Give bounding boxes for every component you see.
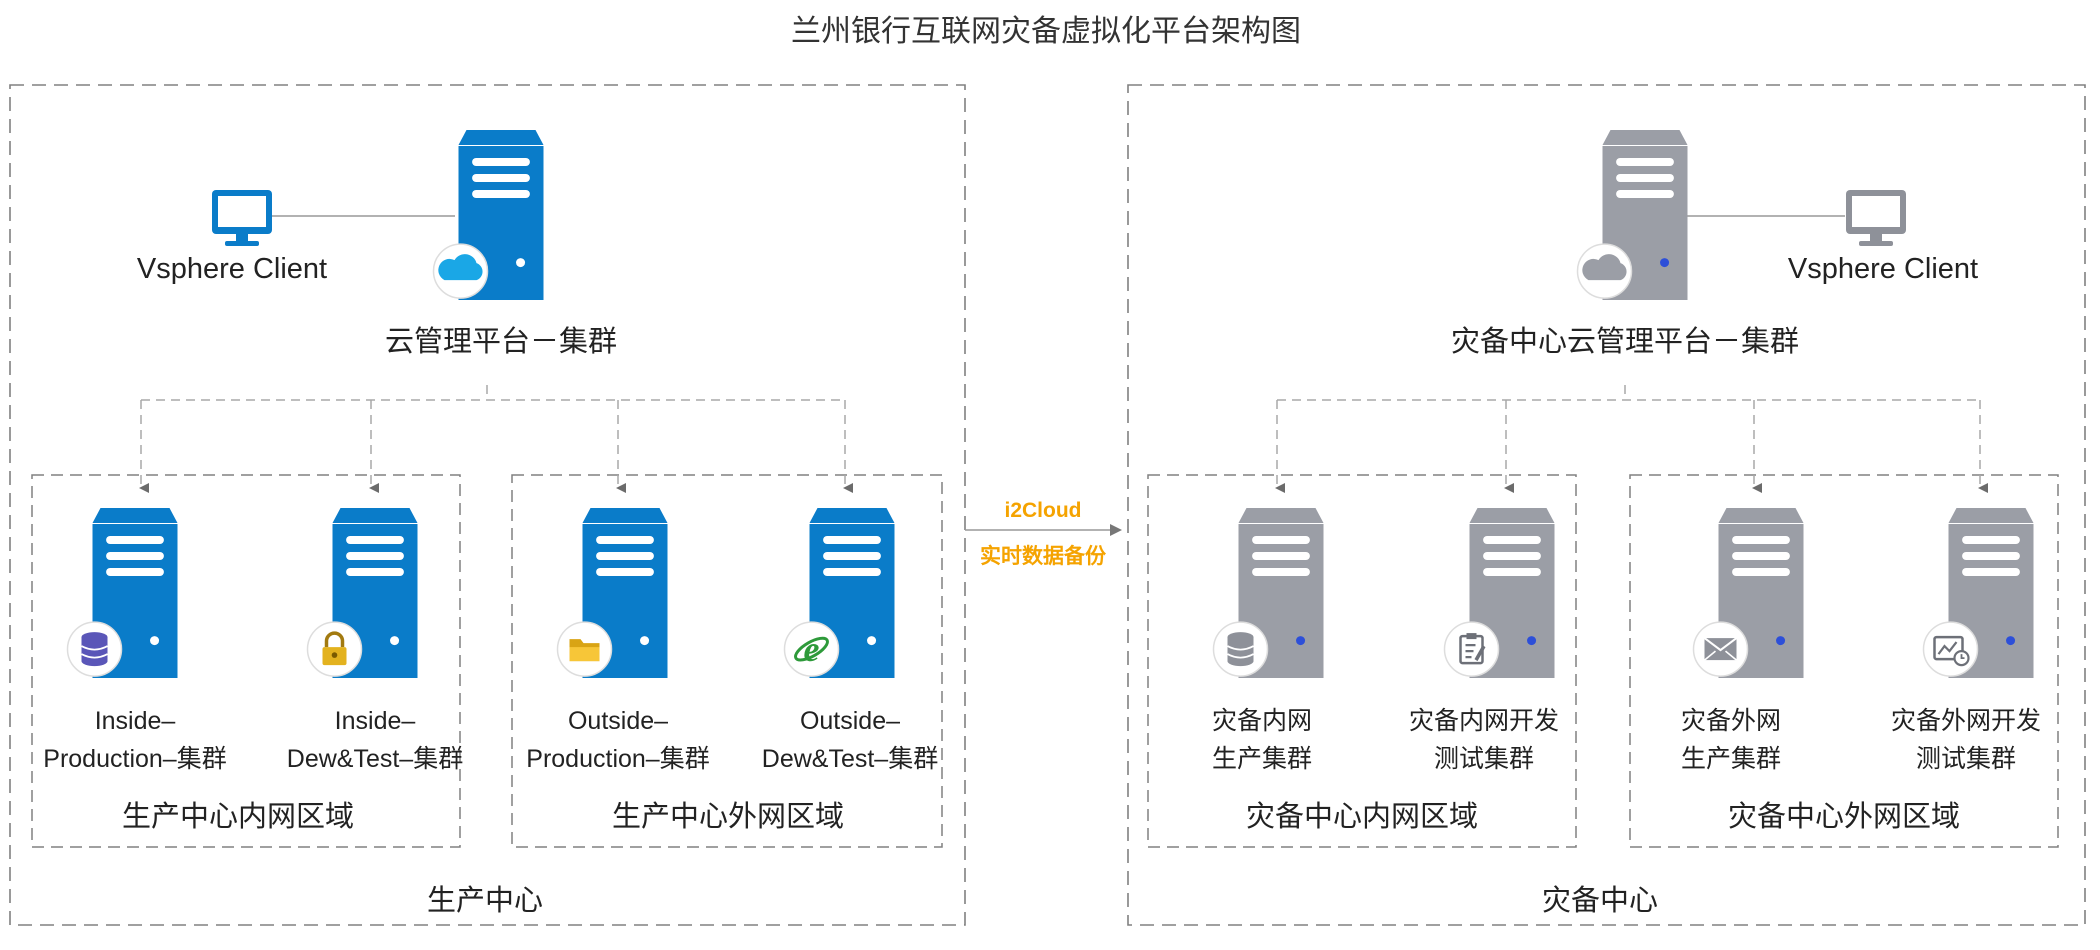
- server-label-line2: Production–集群: [526, 745, 710, 773]
- database-icon: [1227, 632, 1254, 667]
- server-label-line2: Dew&Test–集群: [286, 745, 464, 773]
- server-label-line1: Outside–: [799, 707, 901, 735]
- server-label-line1: Outside–: [567, 707, 669, 735]
- dr-outer-zone-label: 灾备中心外网区域: [1727, 801, 1961, 833]
- link-sublabel: 实时数据备份: [980, 544, 1107, 568]
- server-dr-3: [1922, 508, 2034, 678]
- dr-inner-zone-label: 灾备中心内网区域: [1245, 801, 1479, 833]
- server-label-dr-inner-devtest: 灾备内网开发 测试集群: [1409, 702, 1559, 778]
- server-label-line1: Inside–: [334, 707, 416, 735]
- prod-cloud-label: 云管理平台－集群: [384, 326, 618, 358]
- cloud-icon: [438, 254, 483, 281]
- server-label-line2: Production–集群: [43, 745, 227, 773]
- production-center-border: [9, 84, 966, 926]
- chart-icon: [1933, 635, 1970, 667]
- server-production-2: [556, 508, 668, 678]
- server-dr-1: [1443, 508, 1555, 678]
- database-icon: [81, 632, 108, 667]
- server-label-outside-production: Outside– Production–集群: [526, 702, 709, 778]
- server-dr-2: [1692, 508, 1804, 678]
- server-label-line2: Dew&Test–集群: [761, 745, 939, 773]
- server-label-line1: 灾备内网开发: [1408, 707, 1560, 735]
- dr-outer-zone-border: [1629, 474, 2059, 848]
- server-label-line1: Inside–: [94, 707, 176, 735]
- prod-outer-zone-label: 生产中心外网区域: [611, 801, 845, 833]
- server-label-dr-outer-production: 灾备外网 生产集群: [1681, 702, 1781, 778]
- prod-client-label: Vsphere Client: [136, 253, 328, 285]
- dr-client-label: Vsphere Client: [1787, 253, 1979, 285]
- folder-icon: [569, 639, 600, 662]
- server-label-line2: 生产集群: [1211, 745, 1313, 773]
- ie-icon: e: [794, 629, 829, 669]
- prod-inner-zone-label: 生产中心内网区域: [121, 801, 355, 833]
- server-production-1: [306, 508, 418, 678]
- cloud-mgmt-server: [432, 130, 544, 300]
- dr-center-border: [1127, 84, 2086, 926]
- dr-inner-zone-border: [1147, 474, 1577, 848]
- link-label: i2Cloud: [1005, 499, 1082, 522]
- server-production-3: e: [783, 508, 895, 678]
- monitor-icon: [212, 190, 272, 246]
- server-label-outside-devtest: Outside– Dew&Test–集群: [762, 702, 938, 778]
- monitor-icon: [1846, 190, 1906, 246]
- dr-center-label: 灾备中心: [1541, 885, 1659, 917]
- page-title: 兰州银行互联网灾备虚拟化平台架构图: [791, 15, 1301, 48]
- dr-cloud-label: 灾备中心云管理平台－集群: [1450, 326, 1800, 358]
- lock-icon: [322, 631, 347, 666]
- dr-connectors: [1275, 385, 1988, 493]
- replication-arrow-head: [1110, 524, 1122, 536]
- server-label-line1: 灾备外网开发: [1890, 707, 2042, 735]
- server-label-line2: 测试集群: [1433, 745, 1535, 773]
- server-group: e: [66, 130, 2034, 678]
- server-production-0: [66, 508, 178, 678]
- server-label-inside-devtest: Inside– Dew&Test–集群: [287, 702, 463, 778]
- server-label-line2: 生产集群: [1680, 745, 1782, 773]
- production-center-label: 生产中心: [426, 885, 544, 917]
- server-label-inside-production: Inside– Production–集群: [43, 702, 226, 778]
- server-label-line1: 灾备外网: [1680, 707, 1782, 735]
- prod-inner-zone-border: [31, 474, 461, 848]
- mail-icon: [1703, 637, 1738, 661]
- server-label-line1: 灾备内网: [1211, 707, 1313, 735]
- prod-outer-zone-border: [511, 474, 943, 848]
- clipboard-icon: [1459, 633, 1486, 665]
- cloud-icon: [1582, 254, 1627, 281]
- production-connectors: [139, 385, 853, 493]
- server-dr-0: [1212, 508, 1324, 678]
- server-label-dr-outer-devtest: 灾备外网开发 测试集群: [1891, 702, 2041, 778]
- dr-cloud-mgmt-server: [1576, 130, 1688, 300]
- svg-text:e: e: [804, 629, 820, 669]
- server-label-dr-inner-production: 灾备内网 生产集群: [1212, 702, 1312, 778]
- server-label-line2: 测试集群: [1915, 745, 2017, 773]
